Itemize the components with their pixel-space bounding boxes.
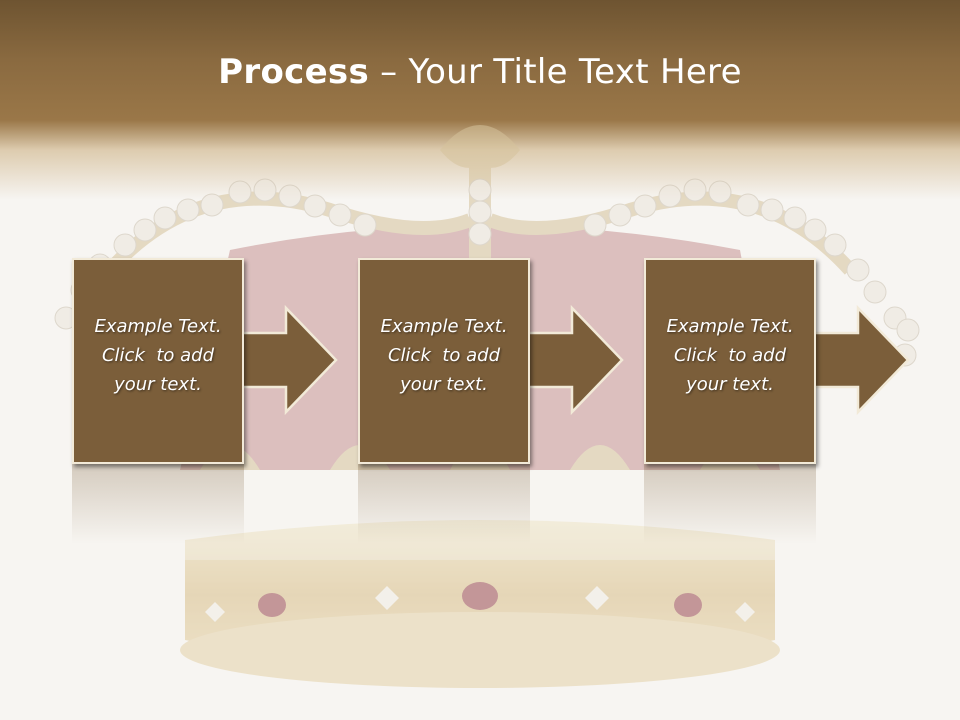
step-line: your text. bbox=[400, 374, 488, 395]
process-step-1[interactable]: Example Text. Click to add your text. bbox=[72, 258, 244, 464]
box-reflection bbox=[644, 464, 816, 544]
step-line: Example Text. bbox=[380, 316, 508, 337]
box-reflection bbox=[72, 464, 244, 544]
process-step-3[interactable]: Example Text. Click to add your text. bbox=[644, 258, 816, 464]
step-line: Click to add bbox=[101, 345, 214, 366]
title-bold: Process bbox=[218, 52, 370, 92]
step-line: Example Text. bbox=[666, 316, 794, 337]
arrow-right-icon bbox=[808, 304, 910, 416]
arrow-right-icon bbox=[236, 304, 338, 416]
step-text[interactable]: Example Text. Click to add your text. bbox=[360, 312, 528, 399]
step-text[interactable]: Example Text. Click to add your text. bbox=[646, 312, 814, 399]
step-line: Click to add bbox=[387, 345, 500, 366]
step-line: Click to add bbox=[673, 345, 786, 366]
title-rest: – Your Title Text Here bbox=[369, 52, 742, 92]
box-reflection bbox=[358, 464, 530, 544]
process-step-2[interactable]: Example Text. Click to add your text. bbox=[358, 258, 530, 464]
step-text[interactable]: Example Text. Click to add your text. bbox=[74, 312, 242, 399]
step-line: Example Text. bbox=[94, 316, 222, 337]
step-line: your text. bbox=[686, 374, 774, 395]
slide-title[interactable]: Process – Your Title Text Here bbox=[0, 52, 960, 92]
step-line: your text. bbox=[114, 374, 202, 395]
arrow-right-icon bbox=[522, 304, 624, 416]
